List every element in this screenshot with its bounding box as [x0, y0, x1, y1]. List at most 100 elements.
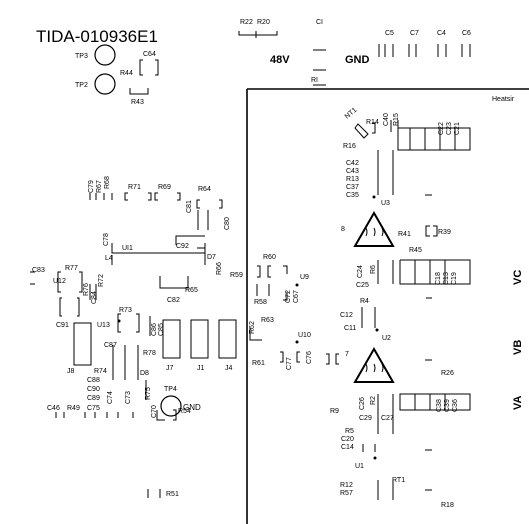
- refdes: R2: [370, 396, 377, 405]
- net-48v: 48V: [270, 54, 290, 66]
- heatsink-label: Heatsir: [492, 96, 515, 103]
- refdes: C92: [176, 243, 189, 250]
- refdes: R15: [393, 113, 400, 126]
- warning-number-1: 8: [341, 226, 345, 233]
- refdes: C39: [444, 399, 451, 412]
- refdes: C14: [341, 444, 354, 451]
- board-id: TIDA-010936E1: [36, 27, 158, 46]
- refdes: C79: [88, 180, 95, 193]
- refdes: R60: [263, 254, 276, 261]
- refdes: C5: [385, 30, 394, 37]
- refdes: C26: [359, 397, 366, 410]
- refdes: R75: [145, 387, 152, 400]
- refdes: J8: [67, 368, 75, 375]
- refdes: R9: [330, 408, 339, 415]
- net-vc: VC: [512, 270, 524, 285]
- refdes: C22: [438, 122, 445, 135]
- refdes: R18: [441, 502, 454, 509]
- refdes: R61: [252, 360, 265, 367]
- refdes: R49: [67, 405, 80, 412]
- refdes: CI: [316, 19, 323, 26]
- warning-triangle-icon: [353, 210, 395, 247]
- refdes: C78: [103, 233, 110, 246]
- refdes: C70: [151, 405, 158, 418]
- refdes: U12: [53, 278, 66, 285]
- refdes: R57: [340, 490, 353, 497]
- refdes: R63: [261, 317, 274, 324]
- refdes: R41: [398, 231, 411, 238]
- refdes: C75: [87, 405, 100, 412]
- refdes: R59: [230, 272, 243, 279]
- refdes: L4: [105, 255, 113, 262]
- refdes: C19: [451, 272, 458, 285]
- refdes: C36: [452, 399, 459, 412]
- refdes: C84: [91, 291, 98, 304]
- refdes: R45: [409, 247, 422, 254]
- refdes: U2: [382, 335, 391, 342]
- left-component-outlines: [30, 59, 237, 498]
- refdes: C38: [436, 399, 443, 412]
- refdes: D7: [207, 254, 216, 261]
- refdes: C23: [446, 122, 453, 135]
- refdes: J7: [166, 365, 174, 372]
- refdes: R4: [360, 298, 369, 305]
- refdes: C42: [346, 160, 359, 167]
- refdes: C90: [87, 386, 100, 393]
- refdes: C80: [224, 217, 231, 230]
- power-stage-outlines: [326, 120, 471, 500]
- pin1-markers: [117, 195, 379, 460]
- refdes: C6: [462, 30, 471, 37]
- warning-number-2: 7: [345, 351, 349, 358]
- refdes: C76: [306, 351, 313, 364]
- refdes: C89: [87, 395, 100, 402]
- refdes: R54: [178, 408, 191, 415]
- refdes: C72: [285, 290, 292, 303]
- refdes: R12: [340, 482, 353, 489]
- refdes: NT1: [344, 107, 359, 121]
- refdes: C21: [454, 122, 461, 135]
- reference-designators: R22 R20 CI C5 C7 C4 C6 RI NT1 TP3 TP2 C6…: [32, 19, 471, 509]
- refdes: U3: [381, 200, 390, 207]
- refdes: C82: [167, 297, 180, 304]
- refdes: C43: [346, 168, 359, 175]
- refdes: D8: [140, 370, 149, 377]
- refdes: R68: [104, 176, 111, 189]
- refdes: R77: [65, 265, 78, 272]
- refdes: R14: [366, 119, 379, 126]
- refdes: R6: [370, 265, 377, 274]
- refdes: R73: [119, 307, 132, 314]
- refdes: R76: [83, 283, 90, 296]
- refdes: C46: [47, 405, 60, 412]
- net-vb: VB: [512, 340, 524, 355]
- test-points: [94, 44, 182, 417]
- refdes: R69: [158, 184, 171, 191]
- refdes: U10: [298, 332, 311, 339]
- refdes: U9: [300, 274, 309, 281]
- refdes: C13: [443, 272, 450, 285]
- refdes: C40: [383, 113, 390, 126]
- refdes: C27: [381, 415, 394, 422]
- refdes: C86: [151, 323, 158, 336]
- refdes: C73: [125, 391, 132, 404]
- refdes: R66: [216, 262, 223, 275]
- refdes: RI: [311, 77, 318, 84]
- refdes: C87: [104, 342, 117, 349]
- refdes: TP3: [75, 53, 88, 60]
- refdes: C83: [32, 267, 45, 274]
- refdes: C88: [87, 377, 100, 384]
- refdes: C20: [341, 436, 354, 443]
- refdes: C35: [346, 192, 359, 199]
- net-va: VA: [512, 395, 524, 410]
- refdes: C18: [435, 272, 442, 285]
- refdes: C29: [359, 415, 372, 422]
- refdes: R16: [343, 143, 356, 150]
- refdes: R43: [131, 99, 144, 106]
- refdes: R72: [98, 274, 105, 287]
- refdes: R74: [94, 368, 107, 375]
- refdes: R64: [198, 186, 211, 193]
- net-gnd-tp4: GND: [183, 403, 201, 412]
- refdes: C24: [357, 265, 364, 278]
- refdes: C85: [158, 323, 165, 336]
- refdes: C67: [293, 290, 300, 303]
- refdes: R39: [438, 229, 451, 236]
